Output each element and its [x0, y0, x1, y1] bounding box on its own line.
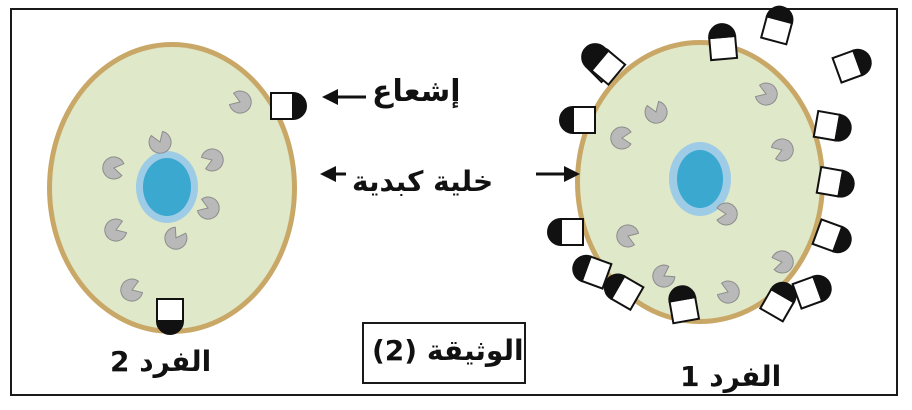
- receptor-icon: [770, 138, 794, 162]
- arrow-liver-cell-right: [536, 166, 580, 182]
- receptor-group: [102, 90, 252, 302]
- liver-cell-label: خلية كبدية: [352, 165, 494, 198]
- receptor-icon: [644, 100, 668, 124]
- receptor-icon: [164, 226, 188, 250]
- bound-molecule-icon: [585, 46, 627, 87]
- bound-molecule-icon: [758, 281, 797, 323]
- arrow-liver-cell-left: [320, 166, 346, 182]
- receptor-icon: [616, 224, 640, 248]
- receptor-icon: [200, 148, 224, 172]
- receptor-icon: [754, 82, 778, 106]
- document-caption: الوثيقة (2): [372, 334, 524, 367]
- bound-molecule-icon: [572, 254, 613, 290]
- receptor-icon: [102, 156, 125, 180]
- bound-molecule-icon: [811, 218, 852, 254]
- bound-molecule-icon: [812, 109, 852, 142]
- receptor-icon: [610, 126, 632, 150]
- bound-molecule-icon: [603, 273, 645, 312]
- receptor-icon: [716, 280, 740, 304]
- bound-molecule-icon: [559, 105, 596, 135]
- liver-cell-individual-2: [47, 42, 307, 335]
- bound-molecule-icon: [708, 23, 739, 62]
- individual-1-label: الفرد 1: [680, 360, 782, 393]
- nucleus: [677, 150, 723, 208]
- molecule-group: [547, 5, 872, 325]
- bound-molecule-icon: [815, 165, 855, 198]
- receptor-icon: [196, 196, 220, 220]
- bound-molecule-icon: [791, 274, 832, 310]
- bound-molecule-icon: [759, 5, 794, 46]
- receptor-icon: [716, 202, 738, 226]
- receptor-icon: [104, 218, 128, 242]
- receptor-icon: [228, 90, 252, 114]
- receptor-group: [610, 82, 794, 304]
- bound-molecule-icon: [668, 285, 701, 325]
- individual-2-label: الفرد 2: [110, 345, 212, 378]
- nucleus: [143, 158, 191, 216]
- bound-molecule-icon: [547, 217, 584, 247]
- receptor-icon: [771, 250, 794, 274]
- receptor-icon: [652, 264, 676, 288]
- liver-cell-individual-1: [547, 5, 872, 325]
- receptor-icon: [120, 278, 144, 302]
- receptor-icon: [148, 130, 172, 154]
- molecule-group: [155, 91, 307, 335]
- document-caption-box: [362, 322, 526, 384]
- bound-molecule-icon: [270, 91, 307, 121]
- irradiation-label: إشعاع: [372, 74, 461, 109]
- bound-molecule-icon: [155, 298, 185, 335]
- bound-molecule-icon: [831, 48, 872, 84]
- arrow-irradiation: [322, 89, 366, 105]
